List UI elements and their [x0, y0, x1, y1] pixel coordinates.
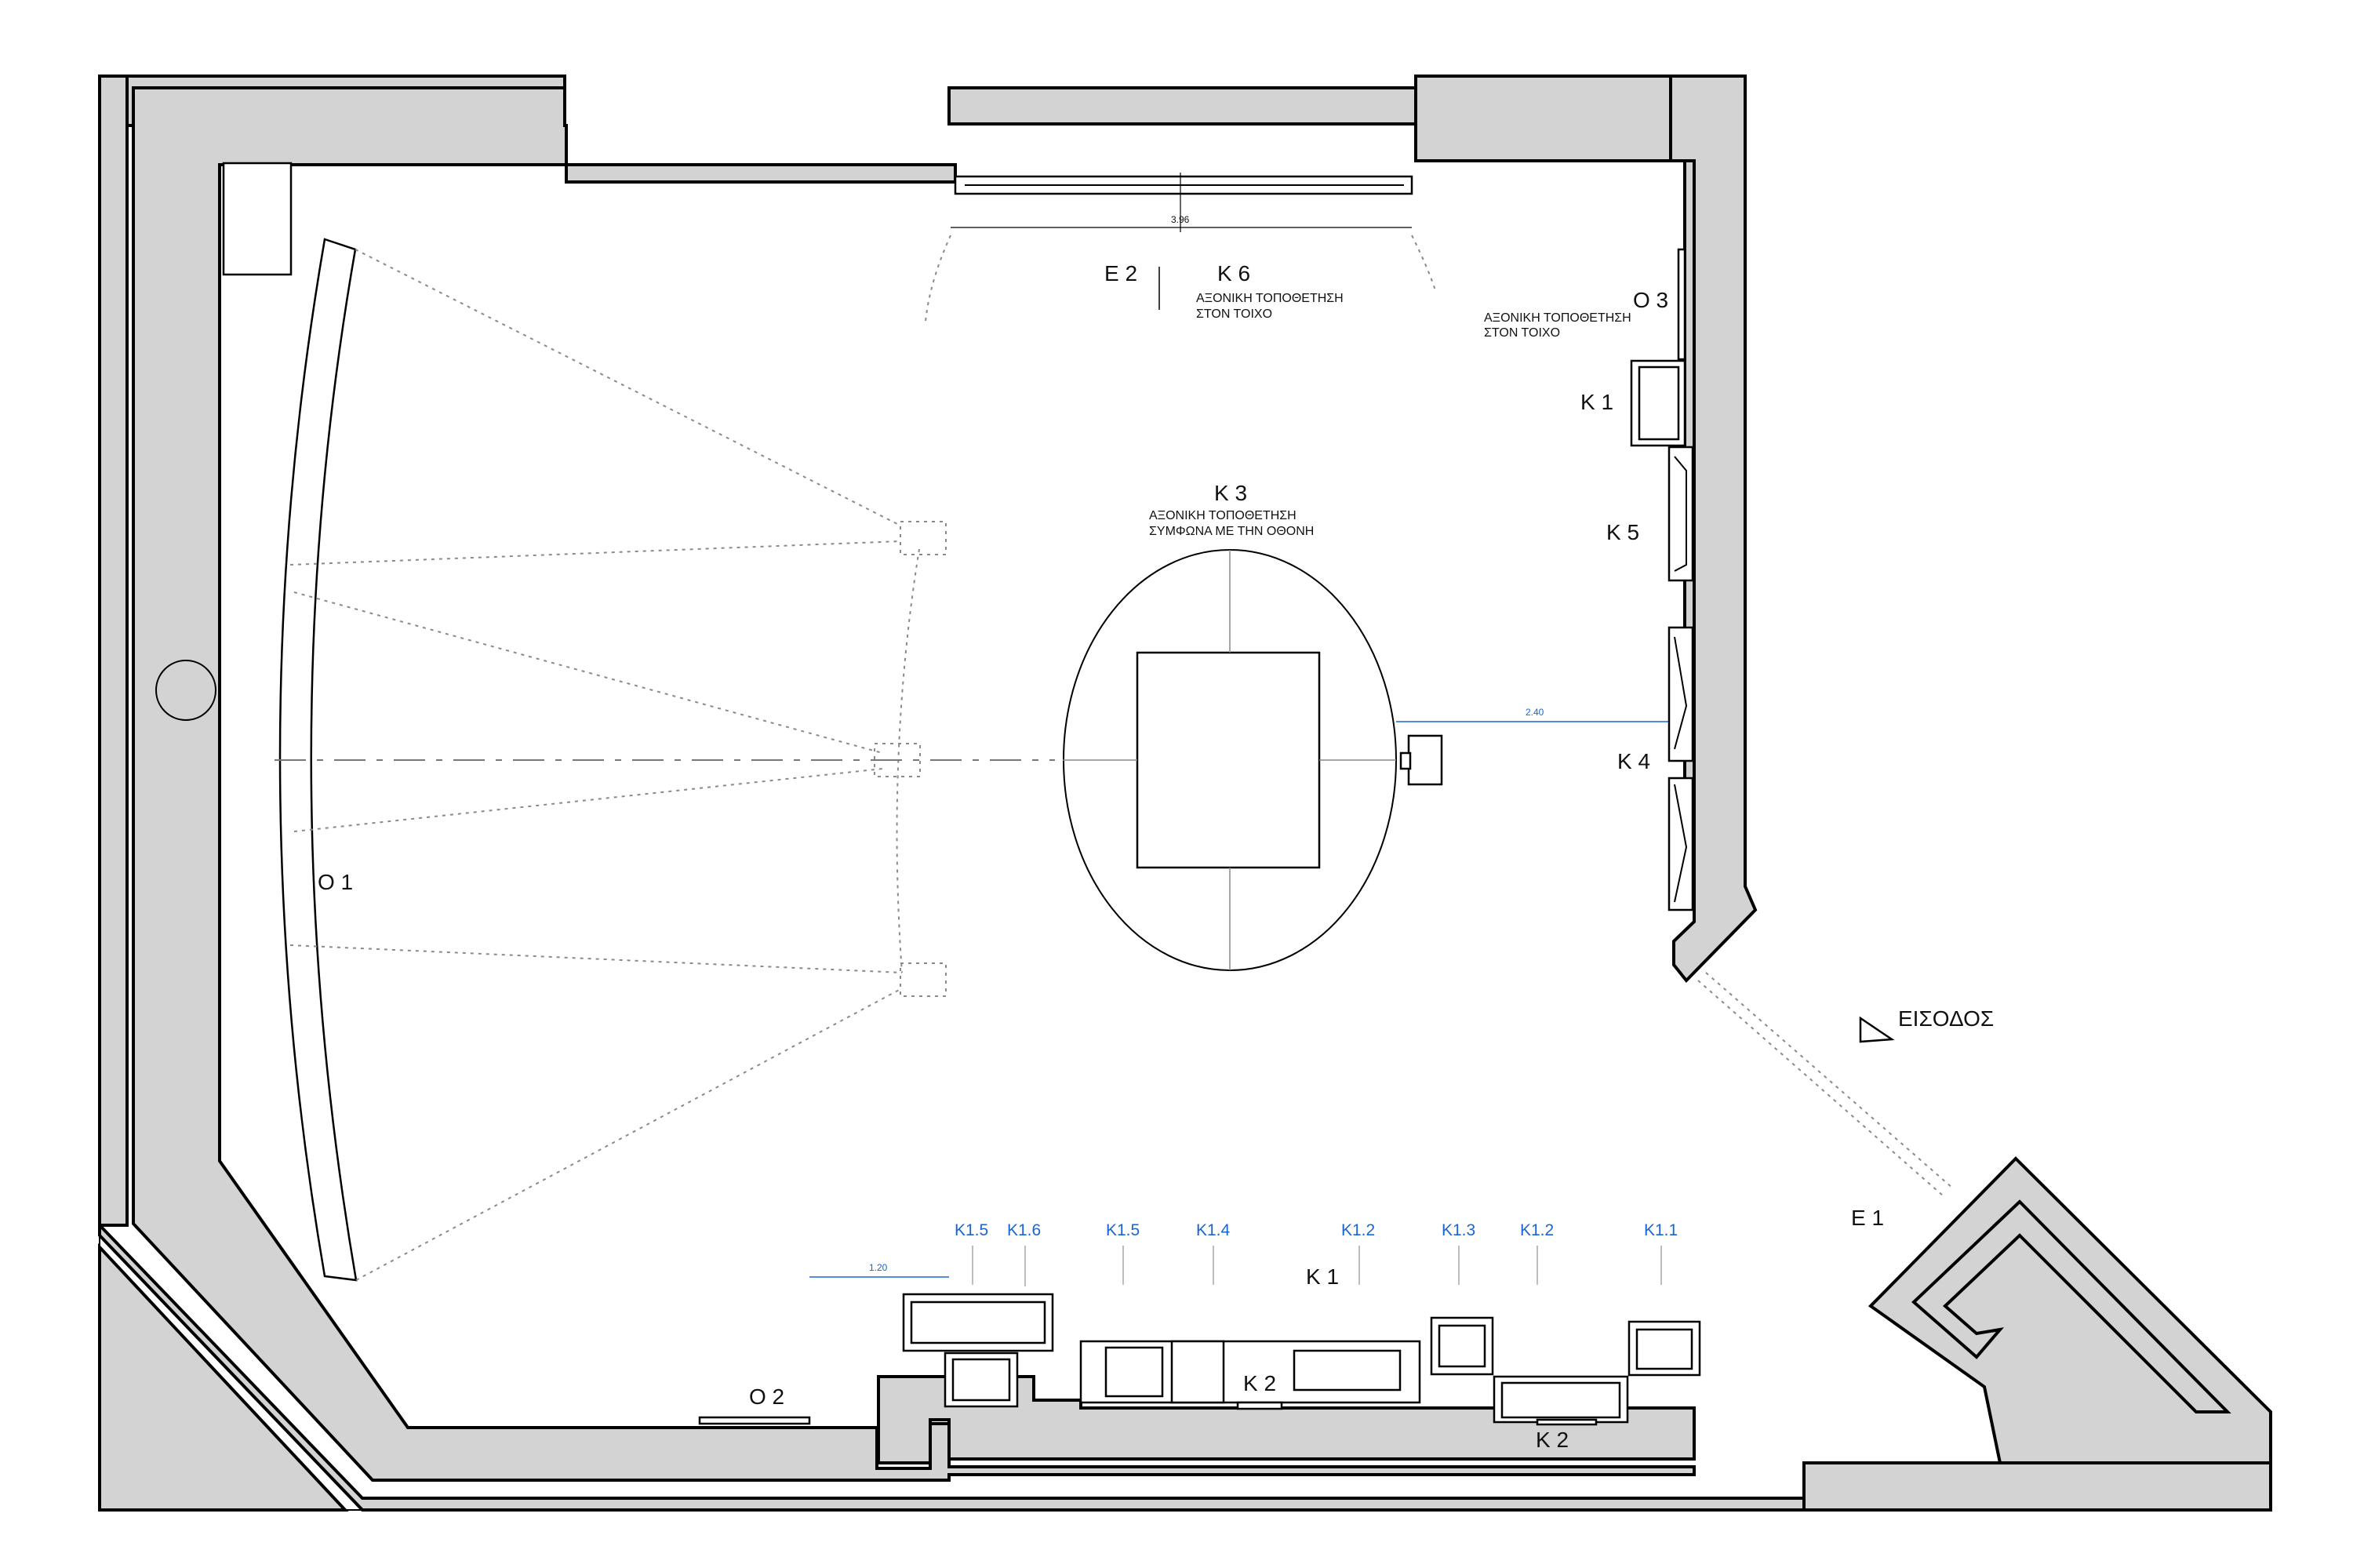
projection-lines	[289, 249, 947, 1281]
labels: O 1 O 2 O 3 E 1 E 2 K 6 K 3 K 1 K 5 K 4 …	[318, 261, 1994, 1452]
dim-k1-spacing: 1.20	[809, 1262, 949, 1278]
right-wall-units	[1630, 248, 1694, 911]
label-o3: O 3	[1633, 288, 1668, 312]
k1-leaders	[972, 1246, 1662, 1286]
label-k1-item: K1.2	[1520, 1221, 1554, 1239]
label-k4: K 4	[1617, 749, 1650, 773]
label-e2: E 2	[1104, 261, 1137, 286]
k3-table	[1063, 549, 1443, 971]
label-entrance: ΕΙΣΟΔΟΣ	[1898, 1006, 1994, 1031]
bottom-furniture	[698, 1293, 1701, 1426]
column	[155, 660, 216, 721]
note-k3-2: ΣΥΜΦΩΝΑ ΜΕ ΤΗΝ ΟΘΟΝΗ	[1149, 525, 1314, 538]
label-k1-bottom: K 1	[1306, 1264, 1339, 1289]
entrance-arrow-icon	[1859, 1016, 1895, 1043]
label-o2: O 2	[749, 1384, 784, 1409]
k6-wall-element: 3.96	[925, 173, 1436, 322]
label-k1-item: K1.1	[1644, 1221, 1678, 1239]
label-k6: K 6	[1217, 261, 1250, 286]
label-k5: K 5	[1606, 520, 1639, 544]
drawing-frame	[99, 76, 2271, 1511]
walls	[98, 75, 2272, 1512]
label-k1-item: K1.2	[1341, 1221, 1375, 1239]
label-k1-top: K 1	[1580, 390, 1613, 414]
dim-k3-wall: 2.40	[1396, 707, 1678, 722]
label-k1-item: K1.6	[1007, 1221, 1041, 1239]
label-o1: O 1	[318, 870, 353, 894]
entrance-door	[1697, 972, 1954, 1197]
label-e1: E 1	[1851, 1206, 1884, 1230]
note-k6-1: ΑΞΟΝΙΚΗ ΤΟΠΟΘΕΤΗΣΗ	[1196, 292, 1344, 305]
svg-text:2.40: 2.40	[1526, 707, 1544, 718]
label-k1-item: K1.5	[1106, 1221, 1140, 1239]
label-k2-center: K 2	[1243, 1371, 1276, 1395]
label-k1-item: K1.5	[955, 1221, 988, 1239]
label-k1-item: K1.4	[1196, 1221, 1231, 1239]
svg-text:3.96: 3.96	[1171, 214, 1190, 225]
cabinet-top-left	[222, 162, 293, 276]
note-k6-2: ΣΤΟΝ ΤΟΙΧΟ	[1196, 307, 1272, 321]
note-k3-1: ΑΞΟΝΙΚΗ ΤΟΠΟΘΕΤΗΣΗ	[1149, 509, 1297, 522]
svg-text:1.20: 1.20	[869, 1262, 888, 1273]
note-o3-1: ΑΞΟΝΙΚΗ ΤΟΠΟΘΕΤΗΣΗ	[1484, 311, 1631, 325]
label-k3: K 3	[1214, 481, 1247, 505]
label-k2-right: K 2	[1536, 1428, 1569, 1452]
note-o3-2: ΣΤΟΝ ΤΟΙΧΟ	[1484, 326, 1560, 340]
label-k1-item: K1.3	[1442, 1221, 1475, 1239]
